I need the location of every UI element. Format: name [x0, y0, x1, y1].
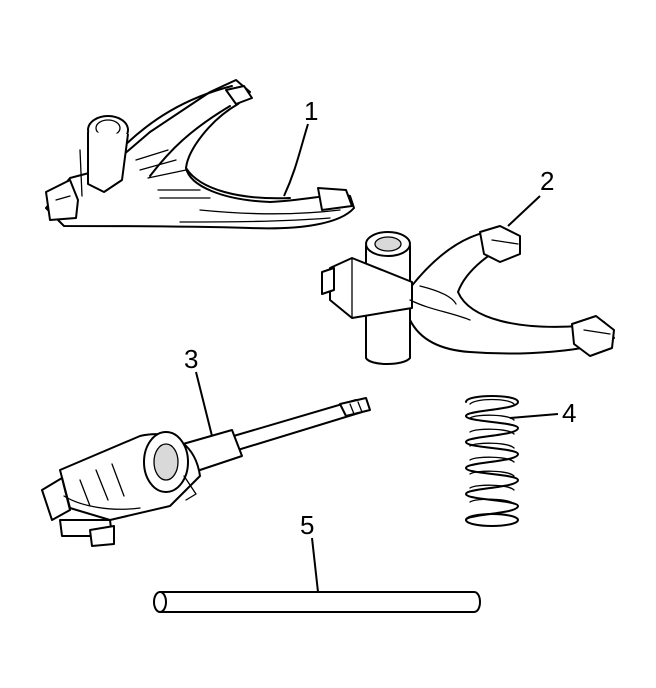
leader-1: [283, 123, 309, 197]
leader-3: [195, 371, 213, 437]
callout-1: 1: [304, 96, 318, 126]
pin-5: [153, 591, 481, 613]
leader-2: [507, 195, 541, 227]
leader-5: [311, 537, 319, 593]
spring-4: [465, 395, 519, 527]
callout-4: 4: [562, 398, 576, 428]
shift-fork-2: [321, 225, 615, 365]
shift-fork-1: [45, 79, 355, 230]
callout-2: 2: [540, 166, 554, 196]
shift-rail-3: [41, 397, 371, 547]
callout-5: 5: [300, 510, 314, 540]
leader-4: [509, 413, 559, 419]
callout-3: 3: [184, 344, 198, 374]
